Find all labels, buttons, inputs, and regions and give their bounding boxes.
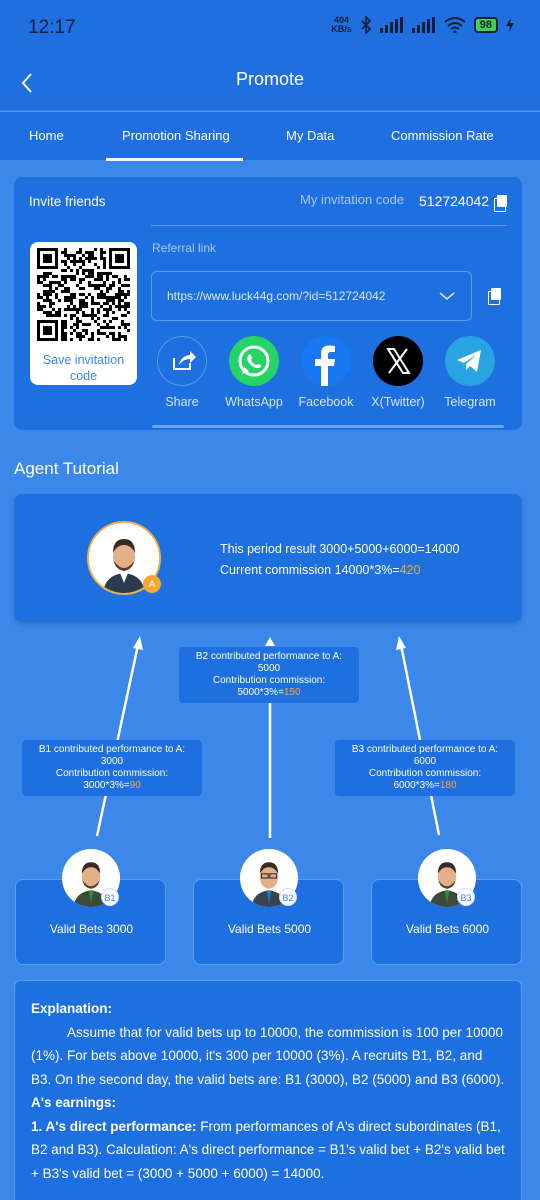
b1-badge: B1: [101, 888, 119, 906]
whatsapp-label: WhatsApp: [225, 395, 283, 409]
current-commission-value: 420: [399, 563, 421, 577]
telegram-icon: [445, 336, 495, 386]
copy-code-icon[interactable]: [494, 195, 508, 212]
wifi-icon: [444, 17, 466, 33]
invite-friends-title: Invite friends: [29, 194, 106, 209]
referral-link-field[interactable]: https://www.luck44g.com/?id=512724042: [151, 271, 472, 321]
x-twitter-button[interactable]: X(Twitter): [363, 336, 433, 409]
explanation-box: Explanation: Assume that for valid bets …: [14, 980, 522, 1200]
x-twitter-label: X(Twitter): [371, 395, 425, 409]
period-result: This period result 3000+5000+6000=14000 …: [220, 542, 460, 577]
facebook-label: Facebook: [298, 395, 354, 409]
chevron-down-icon[interactable]: [439, 288, 455, 304]
explanation-paragraph: Assume that for valid bets up to 10000, …: [31, 1024, 505, 1087]
page-header: Promote: [0, 56, 540, 110]
share-button[interactable]: Share: [147, 336, 217, 409]
tab-promotion-sharing[interactable]: Promotion Sharing: [122, 128, 230, 143]
copy-link-icon[interactable]: [488, 288, 502, 305]
b3-contribution-box: B3 contributed performance to A: 6000 Co…: [335, 740, 515, 796]
agent-a-badge: A: [143, 575, 161, 593]
signal-icon-2: [411, 17, 435, 33]
referral-link-url: https://www.luck44g.com/?id=512724042: [167, 289, 386, 303]
agent-a-card: A This period result 3000+5000+6000=1400…: [14, 494, 522, 622]
invite-card: Invite friends My invitation code 512724…: [14, 177, 522, 430]
battery-indicator: 98: [473, 17, 498, 33]
page-title: Promote: [235, 69, 305, 89]
whatsapp-icon: [229, 336, 279, 386]
status-bar: 12:17 404 KB/s 98: [0, 0, 540, 56]
explanation-heading: Explanation:: [31, 1001, 113, 1016]
earnings-heading: A's earnings:: [31, 1095, 116, 1110]
agent-tutorial-title: Agent Tutorial: [14, 459, 119, 478]
share-scrollbar[interactable]: [152, 425, 504, 428]
telegram-label: Telegram: [444, 395, 496, 409]
qr-code-icon: [37, 248, 130, 341]
b1-valid-bets: Valid Bets 3000: [49, 922, 134, 936]
b1-avatar: [62, 849, 120, 907]
charging-icon: [506, 18, 514, 32]
chevron-left-icon[interactable]: [14, 68, 44, 98]
qr-code-box[interactable]: Save invitation code: [30, 242, 137, 385]
bluetooth-icon: [361, 16, 371, 34]
b2-badge: B2: [279, 888, 297, 906]
referral-link-label: Referral link: [152, 241, 217, 255]
tab-home[interactable]: Home: [29, 128, 64, 143]
active-tab-indicator: [106, 158, 243, 161]
tab-commission-rate[interactable]: Commission Rate: [391, 128, 494, 143]
network-speed: 404 KB/s: [331, 15, 352, 34]
b1-contribution-box: B1 contributed performance to A: 3000 Co…: [22, 740, 202, 796]
save-invitation-code-button[interactable]: Save invitation code: [42, 353, 125, 383]
facebook-icon: [301, 336, 351, 386]
share-label: Share: [165, 395, 199, 409]
direct-performance-heading: 1. A's direct performance:: [31, 1118, 197, 1134]
telegram-button[interactable]: Telegram: [435, 336, 505, 409]
direct-performance-text: From performances of A's direct subordin…: [31, 1118, 505, 1181]
invitation-code-label: My invitation code: [300, 192, 405, 207]
tab-my-data[interactable]: My Data: [286, 128, 335, 143]
b2-contribution-box: B2 contributed performance to A: 5000 Co…: [179, 647, 359, 703]
invitation-code-value: 512724042: [419, 193, 490, 209]
status-icons: 404 KB/s 98: [331, 16, 514, 34]
b3-badge: B3: [457, 888, 475, 906]
facebook-button[interactable]: Facebook: [291, 336, 361, 409]
x-twitter-icon: [373, 336, 423, 386]
whatsapp-button[interactable]: WhatsApp: [219, 336, 289, 409]
tab-bar: Home Promotion Sharing My Data Commissio…: [0, 111, 540, 161]
signal-icon: [379, 17, 403, 33]
status-time: 12:17: [28, 17, 76, 38]
divider: [151, 225, 507, 226]
b3-valid-bets: Valid Bets 6000: [405, 922, 490, 936]
share-icon: [157, 336, 207, 386]
b2-valid-bets: Valid Bets 5000: [227, 922, 312, 936]
